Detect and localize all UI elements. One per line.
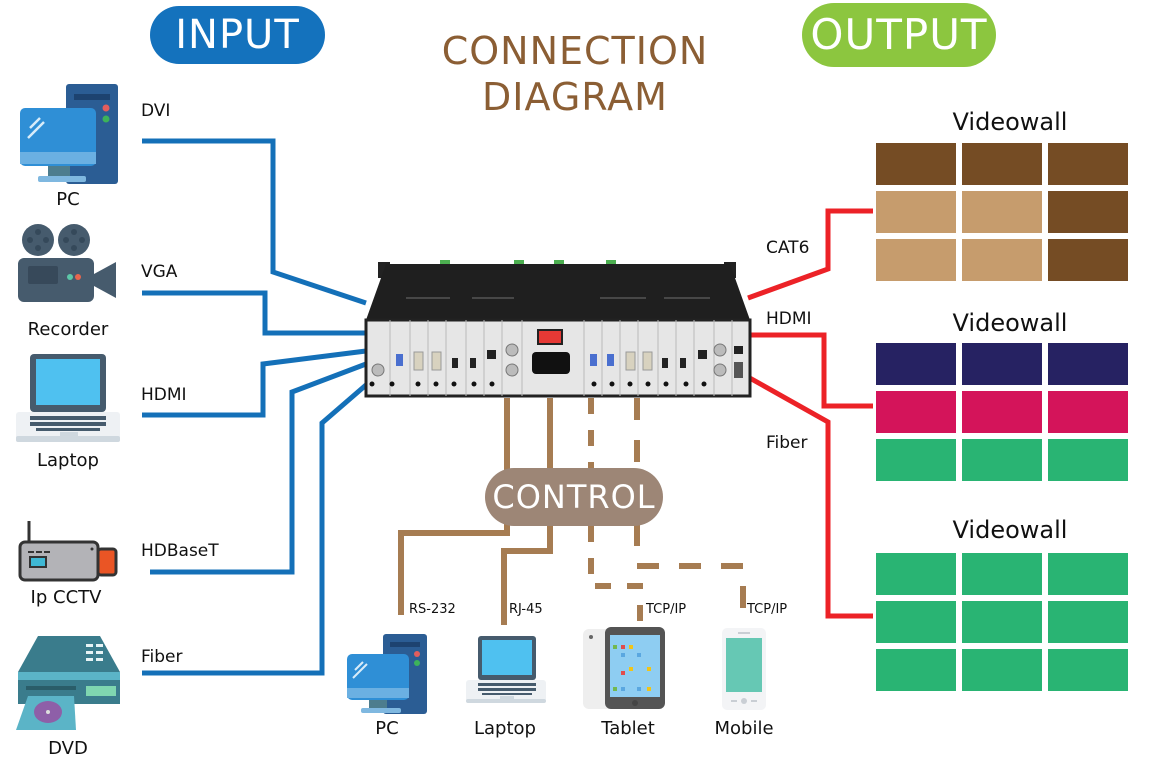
cable-output-fiber xyxy=(746,374,873,619)
videowall-screen-tile xyxy=(876,191,956,233)
videowall-screen-tile xyxy=(1048,143,1128,185)
videowall-screen-tile xyxy=(962,239,1042,281)
cable-input-hdbaset xyxy=(150,361,367,575)
input-device-dvd xyxy=(16,634,122,734)
videowall-screen-tile xyxy=(1048,343,1128,385)
output-cable-label: CAT6 xyxy=(766,238,810,258)
output-cable-label: HDMI xyxy=(766,309,812,329)
input-device-label: Laptop xyxy=(37,450,99,471)
cable-input-vga xyxy=(142,290,366,336)
title-line-1: CONNECTION xyxy=(441,29,709,73)
videowall-screen-tile xyxy=(1048,239,1128,281)
control-section-badge: CONTROL xyxy=(485,468,663,526)
videowall-screen-tile xyxy=(1048,553,1128,595)
videowall-screen-tile xyxy=(1048,191,1128,233)
diagram-title: CONNECTION DIAGRAM xyxy=(420,28,730,120)
output-section-badge: OUTPUT xyxy=(802,3,996,67)
videowall-title: Videowall xyxy=(952,108,1068,136)
control-device-label: Mobile xyxy=(714,718,774,739)
input-section-badge: INPUT xyxy=(150,6,325,64)
videowall-screen-tile xyxy=(962,439,1042,481)
output-cable-label: Fiber xyxy=(766,433,808,453)
videowall-grid xyxy=(876,343,1128,481)
rack-chassis-icon xyxy=(364,260,752,398)
control-link-label: TCP/IP xyxy=(747,602,788,617)
control-link-label: TCP/IP xyxy=(646,602,687,617)
input-device-label: PC xyxy=(56,189,80,210)
input-cable-label: VGA xyxy=(141,262,178,282)
videowall-screen-tile xyxy=(962,649,1042,691)
videowall-screen-tile xyxy=(962,601,1042,643)
cable-control-tcpip-tablet xyxy=(588,398,643,625)
videowall-screen-tile xyxy=(876,601,956,643)
control-device-tablet xyxy=(583,627,669,711)
videowall-screen-tile xyxy=(1048,391,1128,433)
videowall-screen-tile xyxy=(1048,649,1128,691)
control-link-label: RS-232 xyxy=(409,602,456,617)
input-device-ip-cctv xyxy=(18,521,122,583)
control-device-label: Laptop xyxy=(474,718,536,739)
videowall-screen-tile xyxy=(1048,601,1128,643)
videowall-grid xyxy=(876,553,1128,691)
input-cable-label: HDBaseT xyxy=(141,541,219,561)
input-device-laptop xyxy=(16,354,122,444)
input-cable-label: HDMI xyxy=(141,385,187,405)
videowall-screen-tile xyxy=(962,391,1042,433)
dvd-player-icon xyxy=(16,636,120,730)
videowall-grid xyxy=(876,143,1128,281)
control-device-mobile xyxy=(722,628,766,710)
videowall-screen-tile xyxy=(876,343,956,385)
control-device-pc xyxy=(345,632,429,716)
control-link-label: RJ-45 xyxy=(509,602,543,617)
input-cable-label: Fiber xyxy=(141,647,183,667)
cable-input-fiber xyxy=(142,383,368,676)
ip-camera-icon xyxy=(18,521,118,582)
desktop-pc-icon xyxy=(347,634,427,714)
videowall-screen-tile xyxy=(876,553,956,595)
mobile-phone-icon xyxy=(722,628,766,710)
videowall-screen-tile xyxy=(962,553,1042,595)
input-device-recorder xyxy=(18,224,122,304)
laptop-icon xyxy=(466,636,546,703)
videowall-title: Videowall xyxy=(952,516,1068,544)
input-device-label: Ip CCTV xyxy=(30,587,102,608)
cable-input-dvi xyxy=(142,138,367,306)
cable-output-cat6 xyxy=(747,208,873,301)
videowall-screen-tile xyxy=(876,649,956,691)
control-device-laptop xyxy=(466,636,548,706)
videowall-screen-tile xyxy=(876,143,956,185)
desktop-pc-icon xyxy=(20,84,118,184)
videowall-screen-tile xyxy=(1048,439,1128,481)
input-device-pc xyxy=(18,82,122,186)
tablet-icon xyxy=(583,627,665,709)
cable-output-hdmi xyxy=(748,332,873,409)
title-line-2: DIAGRAM xyxy=(482,75,668,119)
cable-input-hdmi xyxy=(142,348,367,418)
control-device-label: Tablet xyxy=(601,718,655,739)
laptop-icon xyxy=(16,354,120,442)
videowall-screen-tile xyxy=(876,391,956,433)
cable-control-rs232 xyxy=(398,398,510,615)
videowall-screen-tile xyxy=(876,239,956,281)
input-device-label: DVD xyxy=(48,738,88,759)
videowall-title: Videowall xyxy=(952,309,1068,337)
control-device-label: PC xyxy=(375,718,399,739)
videowall-screen-tile xyxy=(962,191,1042,233)
input-cable-label: DVI xyxy=(141,101,171,121)
videowall-screen-tile xyxy=(876,439,956,481)
videowall-screen-tile xyxy=(962,143,1042,185)
matrix-switcher-chassis xyxy=(362,258,754,398)
input-device-label: Recorder xyxy=(27,319,109,340)
videowall-screen-tile xyxy=(962,343,1042,385)
video-camera-icon xyxy=(18,224,116,302)
